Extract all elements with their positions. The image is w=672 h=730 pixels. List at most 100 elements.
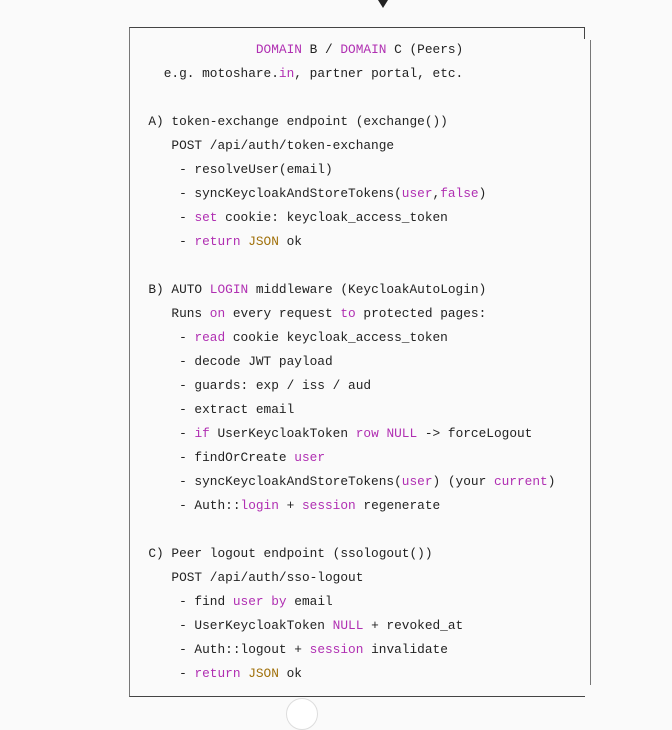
text-token: - syncKeycloakAndStoreTokens( [133, 474, 402, 489]
scroll-button[interactable] [286, 698, 318, 730]
text-token: cookie keycloak_access_token [225, 330, 448, 345]
diagram-line: - syncKeycloakAndStoreTokens(user,false) [133, 182, 555, 206]
keyword-token: session [301, 498, 356, 513]
keyword-token: user [401, 186, 433, 201]
text-token [133, 42, 256, 57]
keyword-token: to [340, 306, 356, 321]
diagram-line: - find user by email [133, 590, 555, 614]
keyword-token: DOMAIN [340, 42, 387, 57]
text-token: - extract email [133, 402, 295, 417]
keyword-token: return [194, 666, 241, 681]
keyword-token: NULL [386, 426, 418, 441]
text-token: B) AUTO [133, 282, 210, 297]
text-token: - [133, 666, 195, 681]
text-token: - UserKeycloakToken [133, 618, 333, 633]
type-token: JSON [248, 234, 279, 249]
box-right-border [590, 40, 591, 685]
text-token: cookie: keycloak_access_token [217, 210, 448, 225]
diagram-line: - Auth::logout + session invalidate [133, 638, 555, 662]
text-token: ) [547, 474, 556, 489]
text-token: UserKeycloakToken [209, 426, 356, 441]
keyword-token: LOGIN [209, 282, 249, 297]
text-token: ) (your [432, 474, 494, 489]
diagram-line: - Auth::login + session regenerate [133, 494, 555, 518]
text-token: regenerate [355, 498, 441, 513]
text-token: - [133, 234, 195, 249]
diagram-line: - syncKeycloakAndStoreTokens(user) (your… [133, 470, 555, 494]
keyword-token: false [440, 186, 479, 201]
text-token: + [278, 498, 302, 513]
diagram-line: Runs on every request to protected pages… [133, 302, 555, 326]
box-corner [584, 27, 585, 39]
text-token: - decode JWT payload [133, 354, 333, 369]
diagram-line: - guards: exp / iss / aud [133, 374, 555, 398]
diagram-line: C) Peer logout endpoint (ssologout()) [133, 542, 555, 566]
diagram-line: - extract email [133, 398, 555, 422]
down-arrow-icon [378, 0, 388, 8]
diagram-line: POST /api/auth/sso-logout [133, 566, 555, 590]
text-token: - Auth:: [133, 498, 241, 513]
keyword-token: NULL [332, 618, 364, 633]
text-token: every request [225, 306, 341, 321]
text-token: A) token-exchange endpoint (exchange()) [133, 114, 448, 129]
diagram-line: - if UserKeycloakToken row NULL -> force… [133, 422, 555, 446]
text-token: C) Peer logout endpoint (ssologout()) [133, 546, 433, 561]
text-token: -> forceLogout [417, 426, 533, 441]
text-token: invalidate [363, 642, 448, 657]
text-token: - syncKeycloakAndStoreTokens( [133, 186, 402, 201]
text-token: ok [278, 234, 302, 249]
text-token: email [286, 594, 333, 609]
text-token: , [432, 186, 441, 201]
diagram-line: - return JSON ok [133, 662, 555, 686]
text-token: - find [133, 594, 233, 609]
diagram-line: POST /api/auth/token-exchange [133, 134, 555, 158]
text-token: POST /api/auth/sso-logout [133, 570, 364, 585]
keyword-token: session [309, 642, 364, 657]
text-token: - guards: exp / iss / aud [133, 378, 372, 393]
domain-box-border [129, 27, 585, 697]
text-token: - [133, 210, 195, 225]
keyword-token: user [294, 450, 325, 465]
keyword-token: set [194, 210, 218, 225]
text-token: C (Peers) [386, 42, 464, 57]
diagram-line: - set cookie: keycloak_access_token [133, 206, 555, 230]
text-token: POST /api/auth/token-exchange [133, 138, 395, 153]
diagram-line: - decode JWT payload [133, 350, 555, 374]
text-token: ) [478, 186, 487, 201]
text-token: + revoked_at [363, 618, 464, 633]
text-token: - resolveUser(email) [133, 162, 333, 177]
text-token: - [133, 330, 195, 345]
diagram-line: B) AUTO LOGIN middleware (KeycloakAutoLo… [133, 278, 555, 302]
keyword-token: DOMAIN [255, 42, 302, 57]
text-token: - findOrCreate [133, 450, 295, 465]
diagram-line: e.g. motoshare.in, partner portal, etc. [133, 62, 555, 86]
text-token: Runs [133, 306, 210, 321]
keyword-token: user [232, 594, 264, 609]
diagram-line: A) token-exchange endpoint (exchange()) [133, 110, 555, 134]
keyword-token: row [355, 426, 379, 441]
text-token: middleware (KeycloakAutoLogin) [248, 282, 487, 297]
keyword-token: in [278, 66, 295, 81]
keyword-token: read [194, 330, 226, 345]
text-token: B / [301, 42, 341, 57]
keyword-token: on [209, 306, 226, 321]
text-token: ok [278, 666, 302, 681]
diagram-line: - read cookie keycloak_access_token [133, 326, 555, 350]
keyword-token: return [194, 234, 241, 249]
keyword-token: by [271, 594, 287, 609]
diagram-line: - return JSON ok [133, 230, 555, 254]
keyword-token: user [401, 474, 433, 489]
text-token: - [133, 426, 195, 441]
text-token: , partner portal, etc. [294, 66, 464, 81]
diagram-line: - UserKeycloakToken NULL + revoked_at [133, 614, 555, 638]
text-token: - Auth::logout + [133, 642, 310, 657]
diagram-line: - resolveUser(email) [133, 158, 555, 182]
keyword-token: current [493, 474, 548, 489]
text-token: e.g. motoshare. [133, 66, 279, 81]
diagram-line: DOMAIN B / DOMAIN C (Peers) [133, 38, 555, 62]
diagram-line [133, 518, 555, 542]
keyword-token: login [240, 498, 279, 513]
type-token: JSON [248, 666, 279, 681]
diagram-line [133, 86, 555, 110]
diagram-line: - findOrCreate user [133, 446, 555, 470]
